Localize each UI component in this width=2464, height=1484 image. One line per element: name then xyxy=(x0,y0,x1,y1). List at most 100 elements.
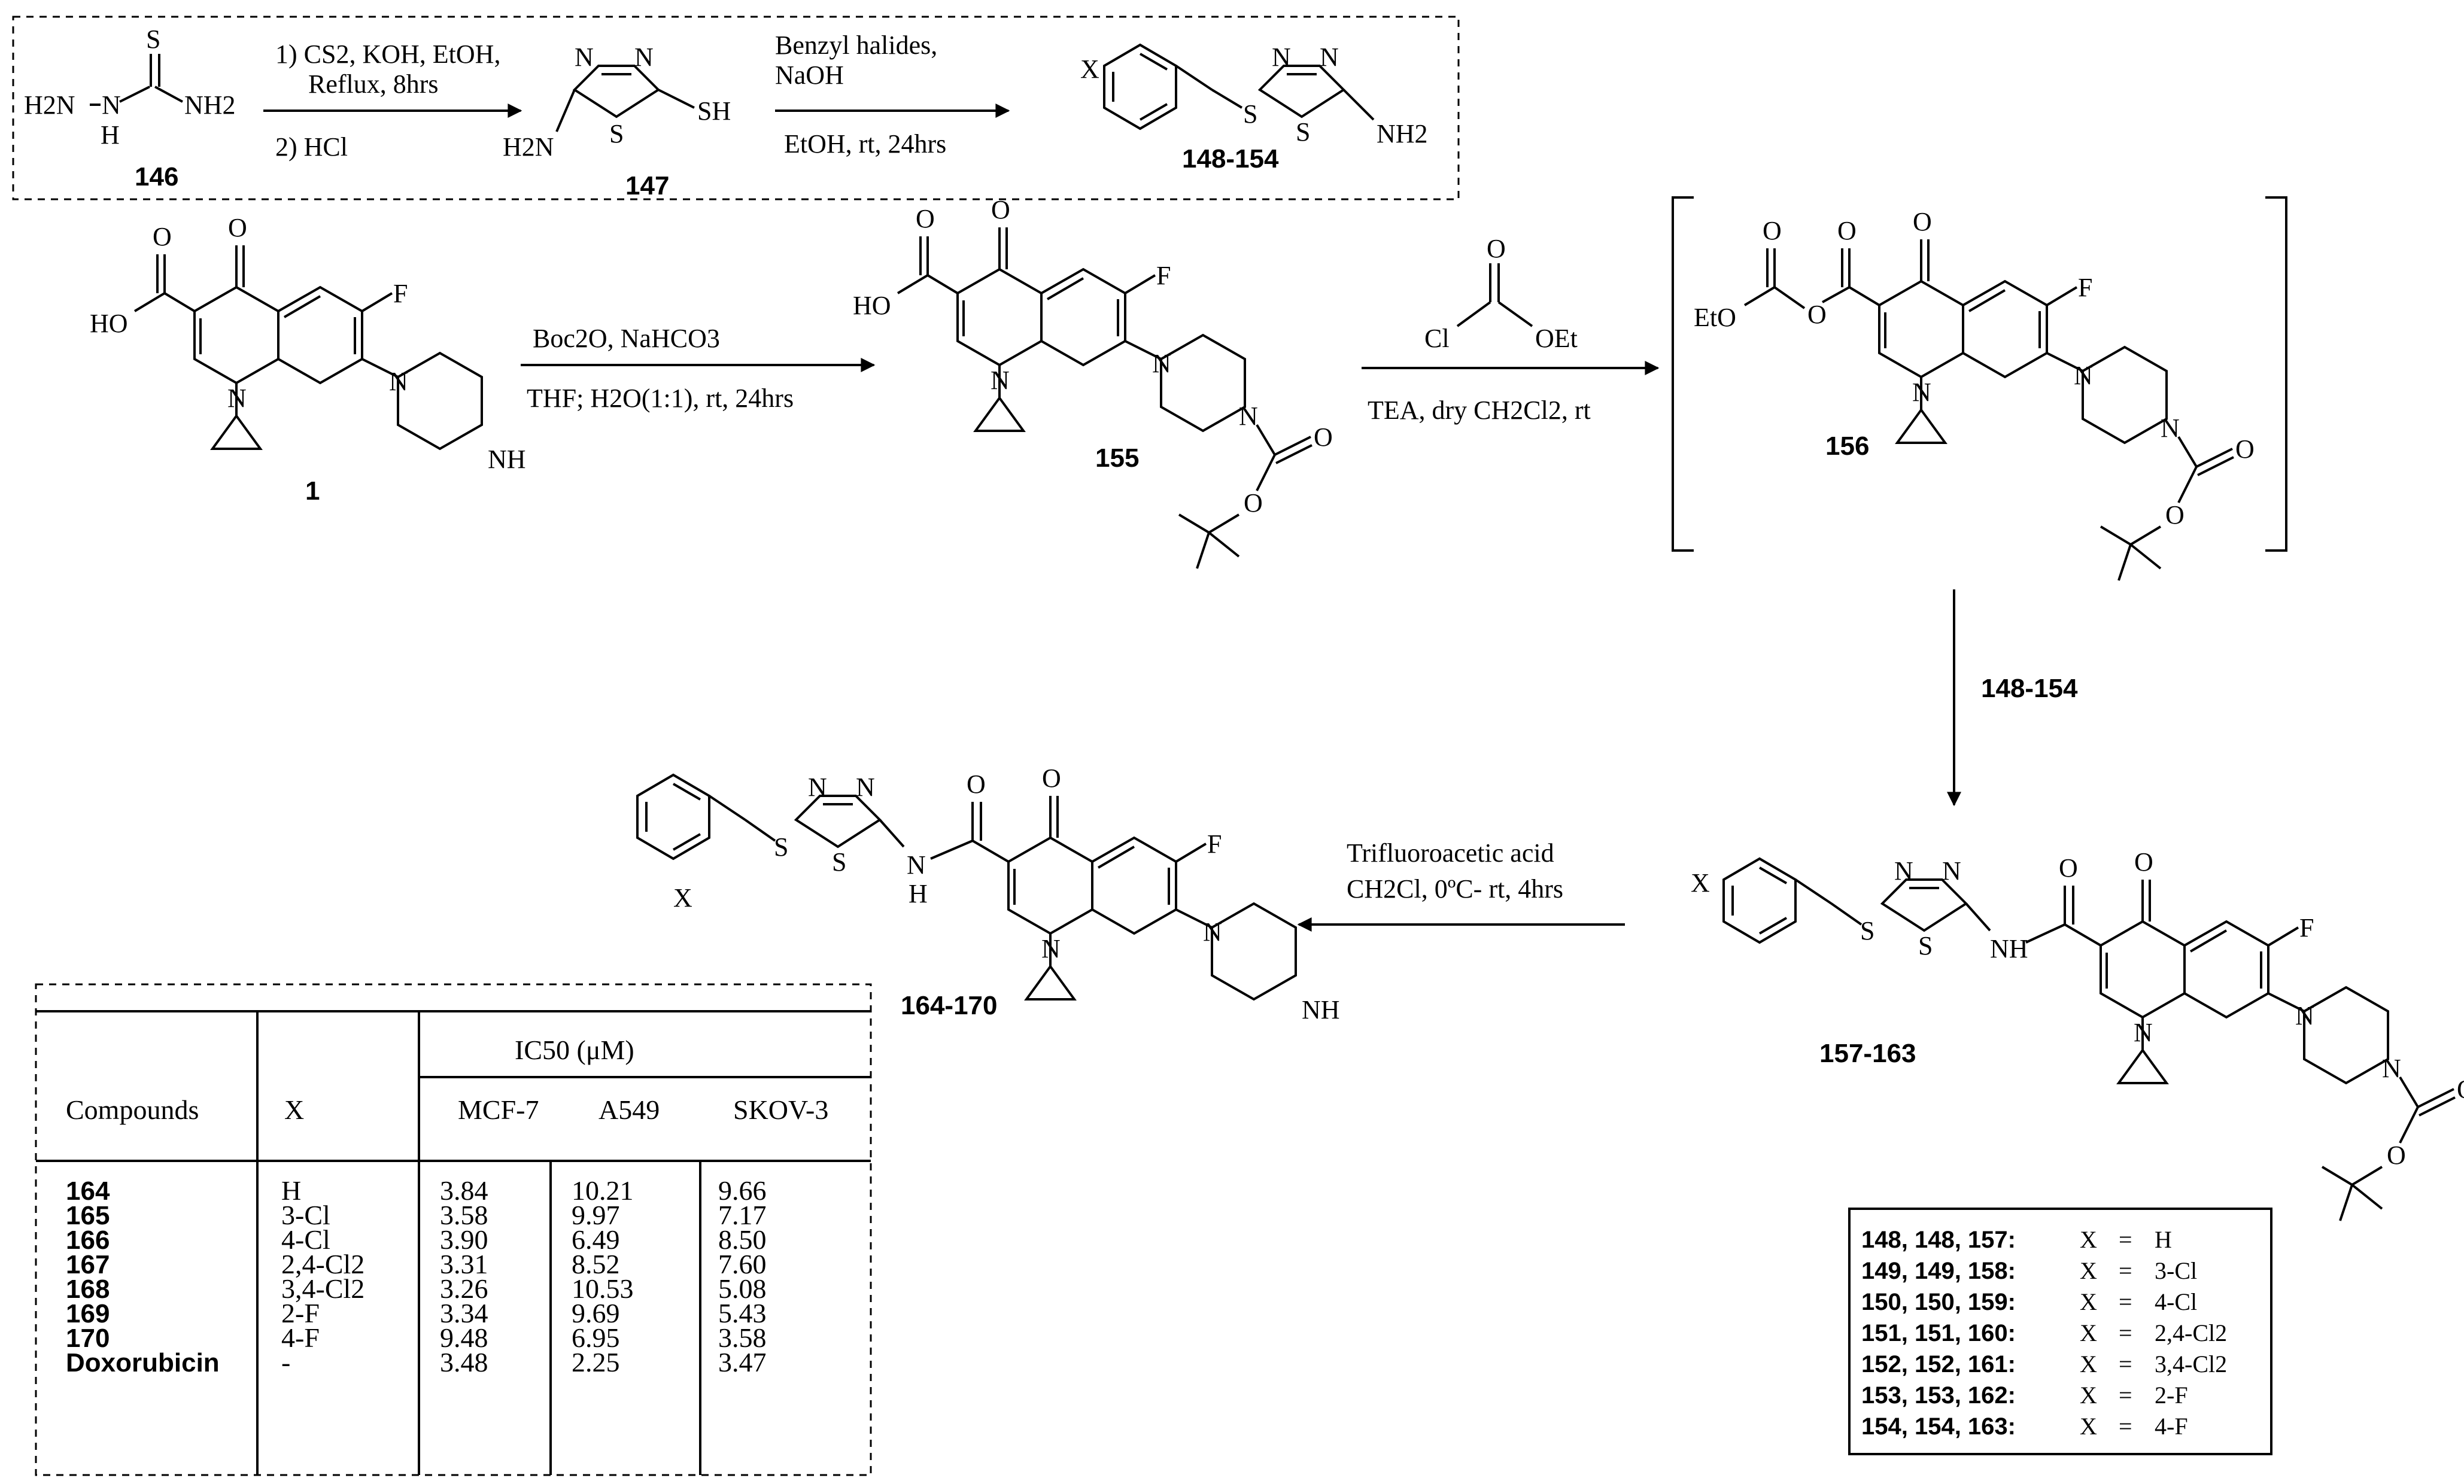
cell-skov3: 8.50 xyxy=(718,1224,767,1255)
cell-a549: 2.25 xyxy=(572,1347,620,1377)
svg-text:O: O xyxy=(153,222,172,251)
svg-text:NaOH: NaOH xyxy=(775,60,844,90)
cell-mcf7: 3.34 xyxy=(440,1298,488,1328)
svg-text:O: O xyxy=(916,204,935,233)
svg-text:N: N xyxy=(1912,378,1931,407)
legend-eq: = xyxy=(2119,1382,2132,1409)
ic50-header: IC50 (μM) xyxy=(515,1035,634,1065)
svg-text:N: N xyxy=(389,367,408,396)
legend-ids: 152, 152, 161: xyxy=(1861,1351,2016,1377)
cell-compound: 169 xyxy=(66,1299,110,1328)
svg-text:O: O xyxy=(1244,488,1263,518)
cell-mcf7: 3.90 xyxy=(440,1224,488,1255)
label-157-163: 157-163 xyxy=(1819,1039,1916,1068)
svg-text:O: O xyxy=(1807,300,1827,329)
svg-text:N: N xyxy=(102,90,121,120)
legend-x: X xyxy=(2080,1413,2097,1440)
svg-text:EtOH, rt, 24hrs: EtOH, rt, 24hrs xyxy=(784,129,946,159)
svg-text:HO: HO xyxy=(853,291,891,320)
molecule-155: O O HO N F N N O O 155 xyxy=(853,195,1333,569)
legend-ids: 148, 148, 157: xyxy=(1861,1227,2016,1253)
svg-text:N: N xyxy=(1041,934,1061,963)
svg-text:HO: HO xyxy=(90,309,128,338)
bracket-left xyxy=(1672,196,1694,552)
molecule-156: O O O O EtO N F N N O O 156 xyxy=(1694,207,2255,581)
svg-text:X: X xyxy=(1080,54,1099,84)
legend-x: X xyxy=(2080,1257,2097,1284)
label-147: 147 xyxy=(625,171,669,200)
svg-text:H2N: H2N xyxy=(24,90,75,120)
svg-text:S: S xyxy=(1243,99,1257,129)
cell-skov3: 3.58 xyxy=(718,1322,767,1353)
svg-text:F: F xyxy=(393,279,408,308)
cell-a549: 8.52 xyxy=(572,1249,620,1279)
label-164-170: 164-170 xyxy=(901,991,997,1020)
svg-text:H: H xyxy=(909,879,928,908)
svg-text:N: N xyxy=(1203,917,1222,947)
cell-skov3: 7.17 xyxy=(718,1200,767,1230)
svg-text:O: O xyxy=(1837,216,1857,245)
svg-text:N: N xyxy=(2295,1001,2314,1030)
svg-text:N: N xyxy=(2161,413,2180,443)
cell-skov3: 3.47 xyxy=(718,1347,767,1377)
svg-text:S: S xyxy=(1860,916,1874,945)
molecule-157-163: X S N N S NH O O N F N N O O xyxy=(1691,847,2464,1221)
col-a549: A549 xyxy=(598,1094,660,1125)
svg-text:S: S xyxy=(774,832,788,862)
svg-text:THF; H2O(1:1), rt, 24hrs: THF; H2O(1:1), rt, 24hrs xyxy=(527,384,794,413)
svg-text:N: N xyxy=(2134,1018,2153,1047)
svg-text:N: N xyxy=(991,366,1010,395)
svg-text:F: F xyxy=(2299,913,2314,942)
legend-ids: 150, 150, 159: xyxy=(1861,1289,2016,1315)
svg-text:Boc2O, NaHCO3: Boc2O, NaHCO3 xyxy=(533,324,720,353)
svg-text:S: S xyxy=(832,847,846,877)
svg-text:NH: NH xyxy=(1990,934,2028,963)
cell-compound: Doxorubicin xyxy=(66,1348,220,1377)
cell-x: - xyxy=(281,1347,290,1377)
svg-text:CH2Cl, 0ºC- rt, 4hrs: CH2Cl, 0ºC- rt, 4hrs xyxy=(1347,874,1563,904)
legend-eq: = xyxy=(2119,1257,2132,1284)
svg-text:X: X xyxy=(673,883,692,913)
legend-eq: = xyxy=(2119,1226,2132,1253)
cell-compound: 167 xyxy=(66,1250,110,1279)
molecule-148-154: X S N N S NH2 148-154 xyxy=(1080,42,1428,174)
svg-text:Cl: Cl xyxy=(1424,324,1450,353)
cell-x: 2-F xyxy=(281,1298,320,1328)
legend-x: X xyxy=(2080,1351,2097,1377)
legend-val: 2-F xyxy=(2155,1382,2188,1409)
svg-text:O: O xyxy=(967,770,986,799)
legend-val: 2,4-Cl2 xyxy=(2155,1319,2227,1346)
cell-skov3: 5.43 xyxy=(718,1298,767,1328)
molecule-146: H2N N H S NH2 146 xyxy=(24,25,236,191)
legend-val: 4-F xyxy=(2155,1413,2188,1440)
svg-text:O: O xyxy=(1314,422,1333,452)
legend-eq: = xyxy=(2119,1319,2132,1346)
svg-text:O: O xyxy=(1763,216,1782,245)
cell-mcf7: 3.58 xyxy=(440,1200,488,1230)
cell-compound: 166 xyxy=(66,1225,110,1255)
legend-ids: 149, 149, 158: xyxy=(1861,1258,2016,1284)
cell-mcf7: 3.26 xyxy=(440,1273,488,1304)
svg-text:F: F xyxy=(1156,261,1171,290)
cell-mcf7: 3.48 xyxy=(440,1347,488,1377)
label-156: 156 xyxy=(1825,431,1869,461)
cell-compound: 170 xyxy=(66,1324,110,1353)
cell-x: 4-Cl xyxy=(281,1224,330,1255)
cell-mcf7: 3.31 xyxy=(440,1249,488,1279)
cell-a549: 6.49 xyxy=(572,1224,620,1255)
cell-x: H xyxy=(281,1175,301,1206)
col-mcf7: MCF-7 xyxy=(458,1094,539,1125)
svg-text:NH2: NH2 xyxy=(1377,119,1428,148)
ic50-table: IC50 (μM) Compounds X MCF-7 A549 SKOV-3 … xyxy=(35,983,872,1476)
cell-mcf7: 9.48 xyxy=(440,1322,488,1353)
svg-text:S: S xyxy=(146,25,160,54)
col-compounds: Compounds xyxy=(66,1094,199,1125)
cell-compound: 168 xyxy=(66,1275,110,1304)
label-146: 146 xyxy=(135,162,178,191)
svg-text:S: S xyxy=(1296,117,1310,147)
legend-val: 4-Cl xyxy=(2155,1288,2197,1315)
svg-text:OEt: OEt xyxy=(1535,324,1578,353)
col-x: X xyxy=(284,1094,304,1125)
svg-text:F: F xyxy=(2078,273,2092,302)
